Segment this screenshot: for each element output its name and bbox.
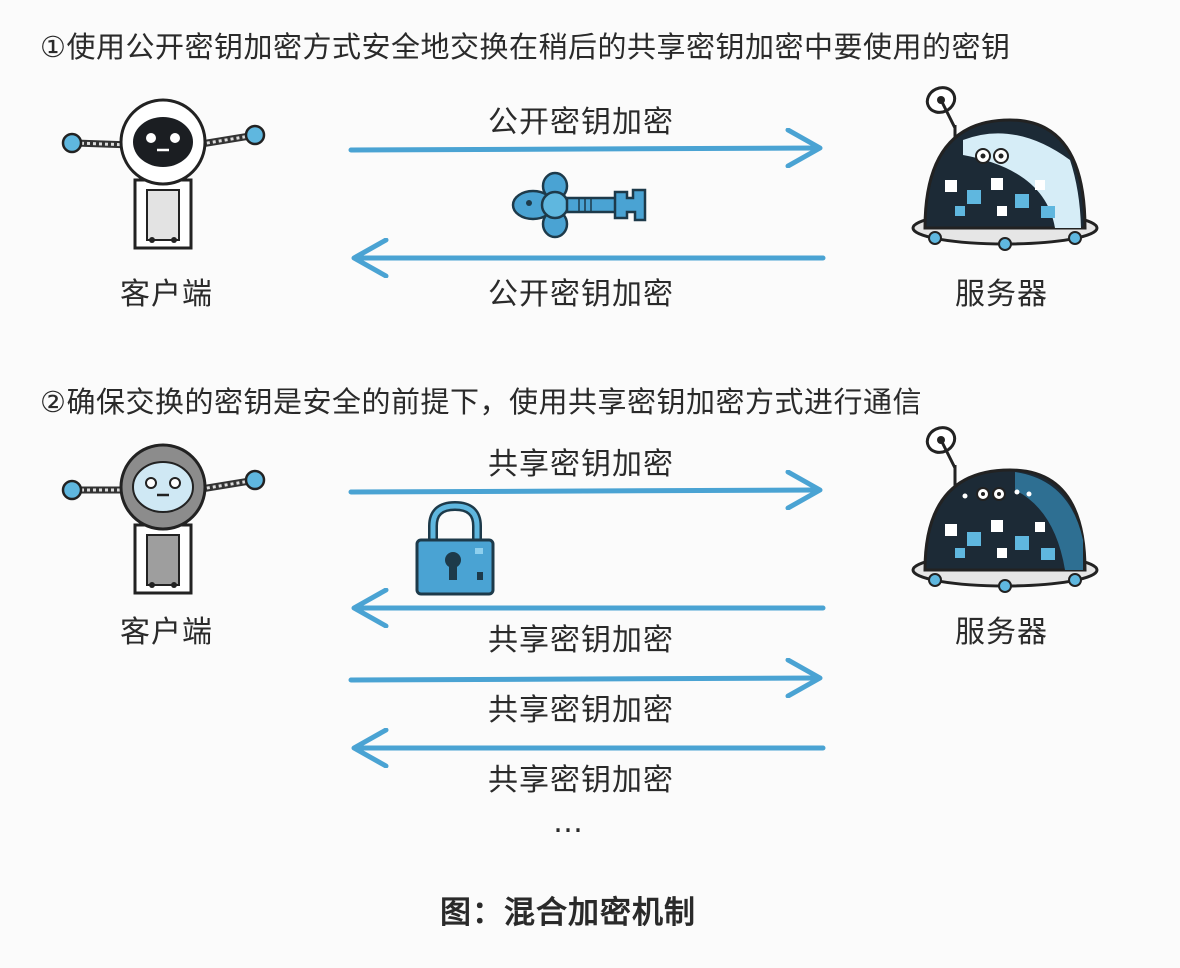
section2-arrow2-label: 共享密钥加密 bbox=[488, 623, 674, 658]
section1-arrow-top-label: 公开密钥加密 bbox=[488, 105, 674, 140]
shared-key-arrow-right-1 bbox=[348, 470, 823, 510]
request-arrow-right bbox=[348, 128, 823, 168]
section1-client-label: 客户端 bbox=[120, 277, 213, 312]
section2-server-label: 服务器 bbox=[955, 615, 1048, 650]
client-robot-icon bbox=[61, 98, 266, 250]
shared-key-arrow-left-2 bbox=[351, 728, 826, 768]
section2-arrow4-label: 共享密钥加密 bbox=[488, 763, 674, 798]
figure-caption: 图：混合加密机制 bbox=[440, 895, 696, 931]
client-robot-icon bbox=[61, 443, 266, 595]
section1-server-label: 服务器 bbox=[955, 277, 1048, 312]
server-robot-icon bbox=[911, 426, 1099, 593]
section2-arrow3-label: 共享密钥加密 bbox=[488, 693, 674, 728]
response-arrow-left bbox=[351, 238, 826, 278]
section1-heading: ①使用公开密钥加密方式安全地交换在稍后的共享密钥加密中要使用的密钥 bbox=[40, 30, 1011, 64]
section1-arrow-bottom-label: 公开密钥加密 bbox=[488, 277, 674, 312]
server-robot-icon bbox=[911, 86, 1099, 251]
padlock-icon bbox=[415, 500, 495, 596]
continuation-ellipsis: … bbox=[553, 805, 584, 840]
section2-arrow1-label: 共享密钥加密 bbox=[488, 447, 674, 482]
shared-key-arrow-left-1 bbox=[351, 588, 826, 628]
shared-key-arrow-right-2 bbox=[348, 658, 823, 698]
section2-client-label: 客户端 bbox=[120, 615, 213, 650]
key-icon bbox=[511, 171, 647, 239]
section2-heading: ②确保交换的密钥是安全的前提下，使用共享密钥加密方式进行通信 bbox=[40, 385, 922, 419]
